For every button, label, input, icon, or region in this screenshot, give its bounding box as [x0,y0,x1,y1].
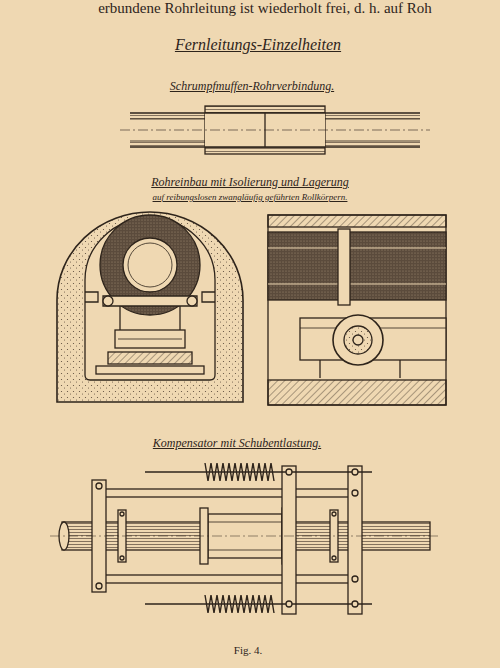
figure-heading: Rohreinbau mit Isolierung und Lagerung [151,176,349,189]
expansion-compensator [50,463,440,614]
figure-caption: Fig. 4. [234,644,262,656]
figure-heading: Kompensator mit Schubentlastung. [153,437,321,450]
page-title: Fernleitungs-Einzelheiten [175,36,341,54]
figure-subheading: auf reibungslosen zwangläufig geführten … [153,193,348,203]
spring-coil [205,463,274,481]
running-text: erbundene Rohrleitung ist wiederholt fre… [98,0,432,17]
figure-heading: Schrumpfmuffen-Rohrverbindung. [170,80,334,93]
spring-coil [205,595,274,613]
channel-cross-section [57,212,243,402]
pipe-side-view [268,215,446,405]
shrink-sleeve-joint [120,106,430,154]
